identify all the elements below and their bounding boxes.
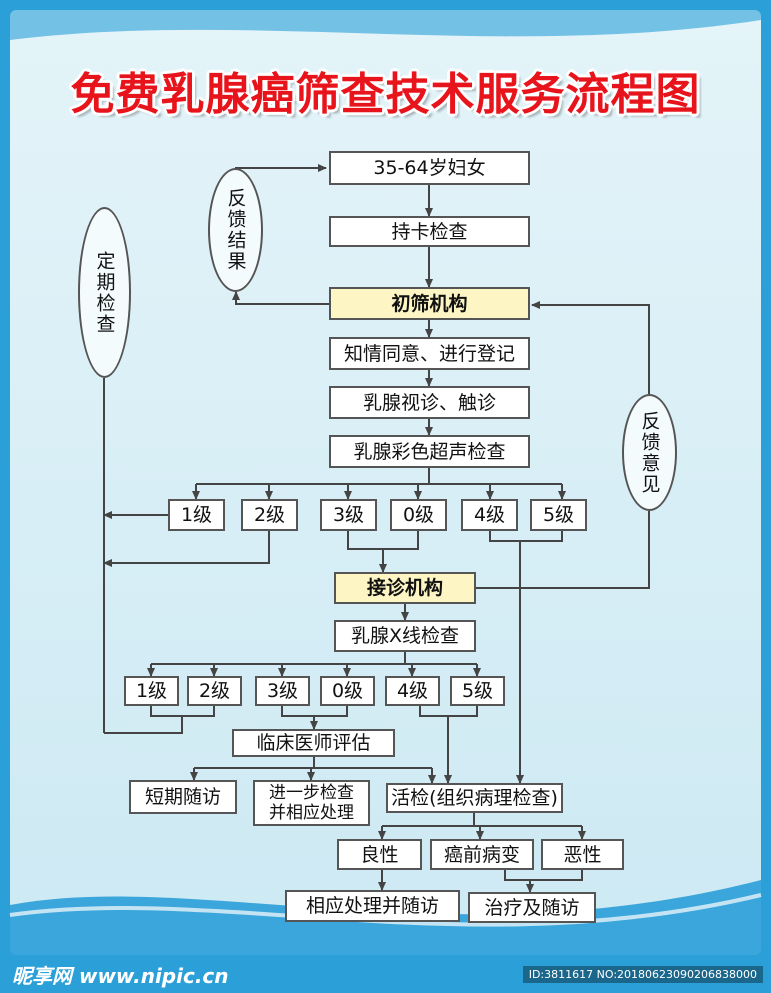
node-short-followup: 短期随访: [129, 780, 237, 814]
xray-grade-3: 3级: [255, 676, 310, 706]
us-grade-4: 4级: [461, 499, 518, 531]
node-palpation: 乳腺视诊、触诊: [329, 386, 530, 419]
node-handle-followup: 相应处理并随访: [285, 890, 460, 922]
oval-regular-check: 定期检查: [78, 207, 131, 378]
arrow-referral-feedback: [476, 511, 650, 589]
arrow-usg2-regular: [103, 531, 270, 567]
node-ultrasound: 乳腺彩色超声检查: [329, 435, 530, 468]
background-panel: [10, 10, 761, 955]
node-primary: 初筛机构: [329, 287, 530, 320]
node-further: 进一步检查 并相应处理: [253, 780, 370, 826]
line-usg45-merge: [489, 531, 563, 542]
oval-feedback-opinion: 反馈意见: [622, 394, 677, 511]
node-biopsy: 活检(组织病理检查): [386, 783, 563, 813]
node-further-line1: 进一步检查: [269, 783, 354, 803]
top-wave: [10, 10, 761, 40]
line-xg12-regular: [104, 716, 183, 734]
node-benign: 良性: [337, 839, 422, 870]
node-consent: 知情同意、进行登记: [329, 337, 530, 370]
xray-grade-2: 2级: [187, 676, 242, 706]
node-precancer: 癌前病变: [430, 839, 534, 870]
us-grade-3: 3级: [320, 499, 377, 531]
node-malignant: 恶性: [541, 839, 624, 870]
xray-grade-1: 1级: [124, 676, 179, 706]
xray-grade-5: 5级: [450, 676, 505, 706]
footer-brand: 昵享网 www.nipic.cn: [12, 964, 229, 988]
xray-grade-0: 0级: [320, 676, 375, 706]
node-card: 持卡检查: [329, 216, 530, 247]
xray-grade-4: 4级: [385, 676, 440, 706]
node-clinical: 临床医师评估: [232, 729, 395, 757]
page-title: 免费乳腺癌筛查技术服务流程图: [70, 69, 701, 120]
footer-id: ID:3811617 NO:20180623090206838000: [522, 966, 763, 983]
us-grade-1: 1级: [168, 499, 225, 531]
node-women: 35-64岁妇女: [329, 151, 530, 185]
node-xray: 乳腺X线检查: [334, 620, 476, 652]
us-grade-0: 0级: [390, 499, 447, 531]
arrow-feedback-primary: [531, 301, 650, 394]
oval-feedback-result: 反馈结果: [208, 168, 263, 292]
us-grade-5: 5级: [530, 499, 587, 531]
node-referral: 接诊机构: [334, 572, 476, 604]
arrow-primary-feedback: [232, 291, 329, 305]
us-grade-2: 2级: [241, 499, 298, 531]
line-pm-merge: [504, 870, 583, 881]
node-treat-followup: 治疗及随访: [468, 892, 596, 923]
node-further-line2: 并相应处理: [269, 803, 354, 823]
